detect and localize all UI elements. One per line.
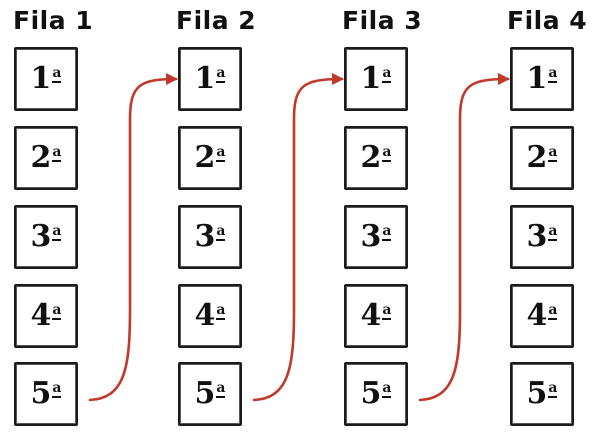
ordinal-indicator: a xyxy=(52,380,62,398)
row-title: Fila 2 xyxy=(176,6,257,35)
seat-number: 4 xyxy=(360,298,382,333)
seat-number: 3 xyxy=(30,219,52,254)
seat-number: 3 xyxy=(526,219,548,254)
ordinal-indicator: a xyxy=(382,65,392,83)
connector-arrow xyxy=(418,73,510,402)
ordinal-indicator: a xyxy=(52,65,62,83)
ordinal-indicator: a xyxy=(382,302,392,320)
connector-arrow xyxy=(88,73,178,402)
ordinal-indicator: a xyxy=(548,380,558,398)
seat-number: 2 xyxy=(194,140,216,175)
ordinal-indicator: a xyxy=(548,144,558,162)
seat-number: 2 xyxy=(30,140,52,175)
ordinal-indicator: a xyxy=(216,302,226,320)
ordinal-indicator: a xyxy=(216,223,226,241)
seat-number: 1 xyxy=(194,61,216,96)
ordinal-indicator: a xyxy=(52,302,62,320)
ordinal-indicator: a xyxy=(548,302,558,320)
row-title: Fila 4 xyxy=(507,6,588,35)
ordinal-indicator: a xyxy=(52,223,62,241)
ordinal-indicator: a xyxy=(216,380,226,398)
ordinal-indicator: a xyxy=(382,380,392,398)
ordinal-indicator: a xyxy=(52,144,62,162)
seat-number: 2 xyxy=(526,140,548,175)
ordinal-indicator: a xyxy=(216,65,226,83)
seat-number: 3 xyxy=(194,219,216,254)
seat-number: 4 xyxy=(526,298,548,333)
row-title: Fila 3 xyxy=(342,6,423,35)
connector-arrow xyxy=(252,73,344,402)
row-title: Fila 1 xyxy=(13,6,94,35)
ordinal-indicator: a xyxy=(382,144,392,162)
ordinal-indicator: a xyxy=(548,223,558,241)
seat-number: 4 xyxy=(30,298,52,333)
seat-number: 3 xyxy=(360,219,382,254)
seat-number: 1 xyxy=(30,61,52,96)
seat-number: 5 xyxy=(30,376,52,411)
seat-number: 1 xyxy=(526,61,548,96)
ordinal-indicator: a xyxy=(382,223,392,241)
seat-number: 5 xyxy=(526,376,548,411)
ordinal-indicator: a xyxy=(216,144,226,162)
seat-number: 5 xyxy=(360,376,382,411)
seat-number: 1 xyxy=(360,61,382,96)
seat-number: 4 xyxy=(194,298,216,333)
seat-number: 5 xyxy=(194,376,216,411)
ordinal-indicator: a xyxy=(548,65,558,83)
seat-number: 2 xyxy=(360,140,382,175)
